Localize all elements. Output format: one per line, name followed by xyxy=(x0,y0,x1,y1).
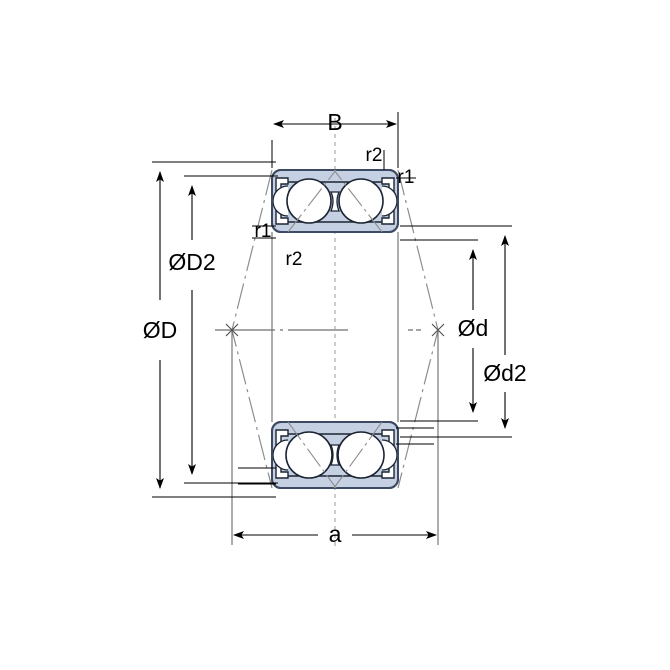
lower-contact-angle-lines xyxy=(287,421,383,489)
chamfer-callouts: r2 r1 r1 r2 xyxy=(238,145,434,485)
lower-bearing-body-outline xyxy=(271,421,399,489)
lower-ball-left xyxy=(285,431,333,479)
chamfer-label-top-right-r2: r2 xyxy=(366,145,383,166)
body-edge-verticals xyxy=(271,232,399,422)
dimension-B-label: B xyxy=(327,109,342,135)
upper-ball-left xyxy=(286,178,332,224)
chamfer-label-top-right-r1: r1 xyxy=(398,167,415,188)
lower-bearing-section xyxy=(271,421,399,489)
upper-right-shoulder-arc xyxy=(381,185,398,217)
dimension-Od2-label: Ød2 xyxy=(483,360,526,386)
dimension-OD2-label: ØD2 xyxy=(168,249,215,275)
dimension-OD-label: ØD xyxy=(143,317,178,343)
dimension-B: B xyxy=(271,109,399,168)
dimension-Od-label: Ød xyxy=(458,315,489,341)
chamfer-label-top-left-r2: r2 xyxy=(286,249,303,270)
upper-bearing-body-outline xyxy=(271,169,399,233)
dimension-Od: Ød xyxy=(400,239,489,422)
upper-ball-right xyxy=(338,178,384,224)
dimension-a: a xyxy=(233,521,437,547)
lower-left-shoulder-arc xyxy=(272,439,289,471)
upper-contact-angle-lines xyxy=(287,169,383,233)
dimension-Od2: Ød2 xyxy=(400,225,527,438)
upper-left-shoulder-arc xyxy=(272,185,289,217)
upper-bearing-section xyxy=(271,169,399,233)
dimension-OD2: ØD2 xyxy=(168,175,278,484)
dimension-a-label: a xyxy=(329,521,342,547)
lower-right-shoulder-arc xyxy=(381,439,398,471)
chamfer-label-top-left-r1: r1 xyxy=(255,221,272,242)
dimension-OD: ØD xyxy=(143,161,276,498)
lower-ball-right xyxy=(337,431,385,479)
